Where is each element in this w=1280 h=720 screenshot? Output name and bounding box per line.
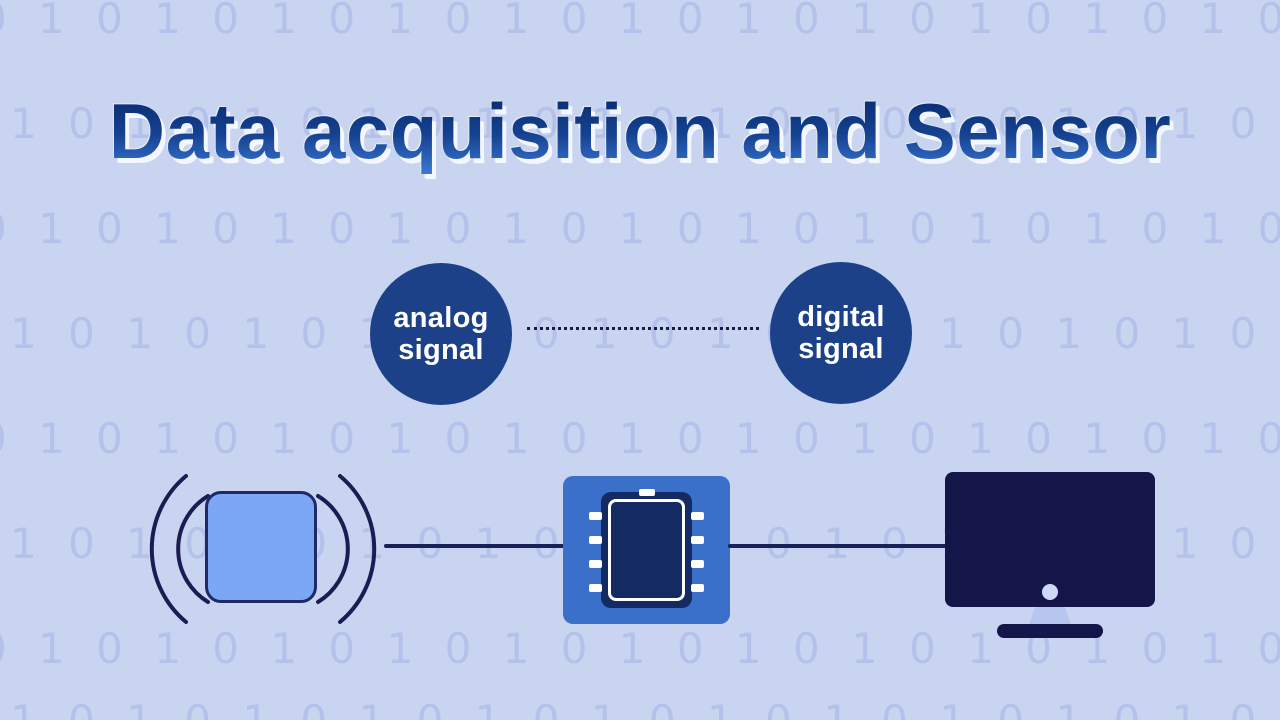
sensor-waves-icon (149, 474, 377, 624)
binary-row: 0 1 0 1 0 1 0 1 0 1 0 1 0 1 0 1 0 1 0 1 … (0, 414, 1280, 463)
monitor-stand-base (997, 624, 1103, 638)
analog-signal-label-line1: analog (393, 301, 489, 334)
binary-row: 0 1 0 1 0 1 0 1 0 1 0 1 0 1 0 1 0 1 0 1 … (0, 0, 1280, 43)
chip-pin (589, 536, 602, 544)
binary-row: 0 1 0 1 0 1 0 1 0 1 0 1 0 1 0 1 0 1 0 1 … (0, 204, 1280, 253)
chip-pin (691, 584, 704, 592)
chip-body (601, 489, 692, 608)
monitor-icon (945, 472, 1155, 642)
digital-signal-label-line2: signal (798, 333, 884, 365)
monitor-stand-neck (1029, 607, 1071, 624)
analog-to-digital-dotted-connector (527, 327, 759, 330)
chip-icon (563, 476, 730, 624)
chip-pin (691, 536, 704, 544)
sensor-icon (148, 468, 378, 630)
digital-signal-label-line1: digital (797, 300, 885, 333)
binary-row: 0 1 0 1 0 1 0 1 0 1 0 1 0 1 0 1 0 1 0 1 … (0, 309, 1280, 358)
binary-row: 0 1 0 1 0 1 0 1 0 1 0 1 0 1 0 1 0 1 0 1 … (0, 696, 1280, 720)
chip-pin (589, 584, 602, 592)
connector-line-sensor-chip (384, 544, 566, 548)
monitor-camera-dot (1042, 584, 1058, 600)
chip-pin (691, 560, 704, 568)
chip-pin (589, 512, 602, 520)
chip-pin (691, 512, 704, 520)
connector-line-chip-monitor (728, 544, 948, 548)
sensor-body (205, 491, 317, 603)
analog-signal-label-line2: signal (398, 334, 484, 366)
chip-notch (638, 489, 655, 496)
analog-signal-badge: analog signal (370, 263, 512, 405)
digital-signal-badge: digital signal (770, 262, 912, 404)
chip-inner-outline (608, 499, 685, 601)
page-title: Data acquisition and Sensor (0, 86, 1280, 177)
chip-pin (589, 560, 602, 568)
